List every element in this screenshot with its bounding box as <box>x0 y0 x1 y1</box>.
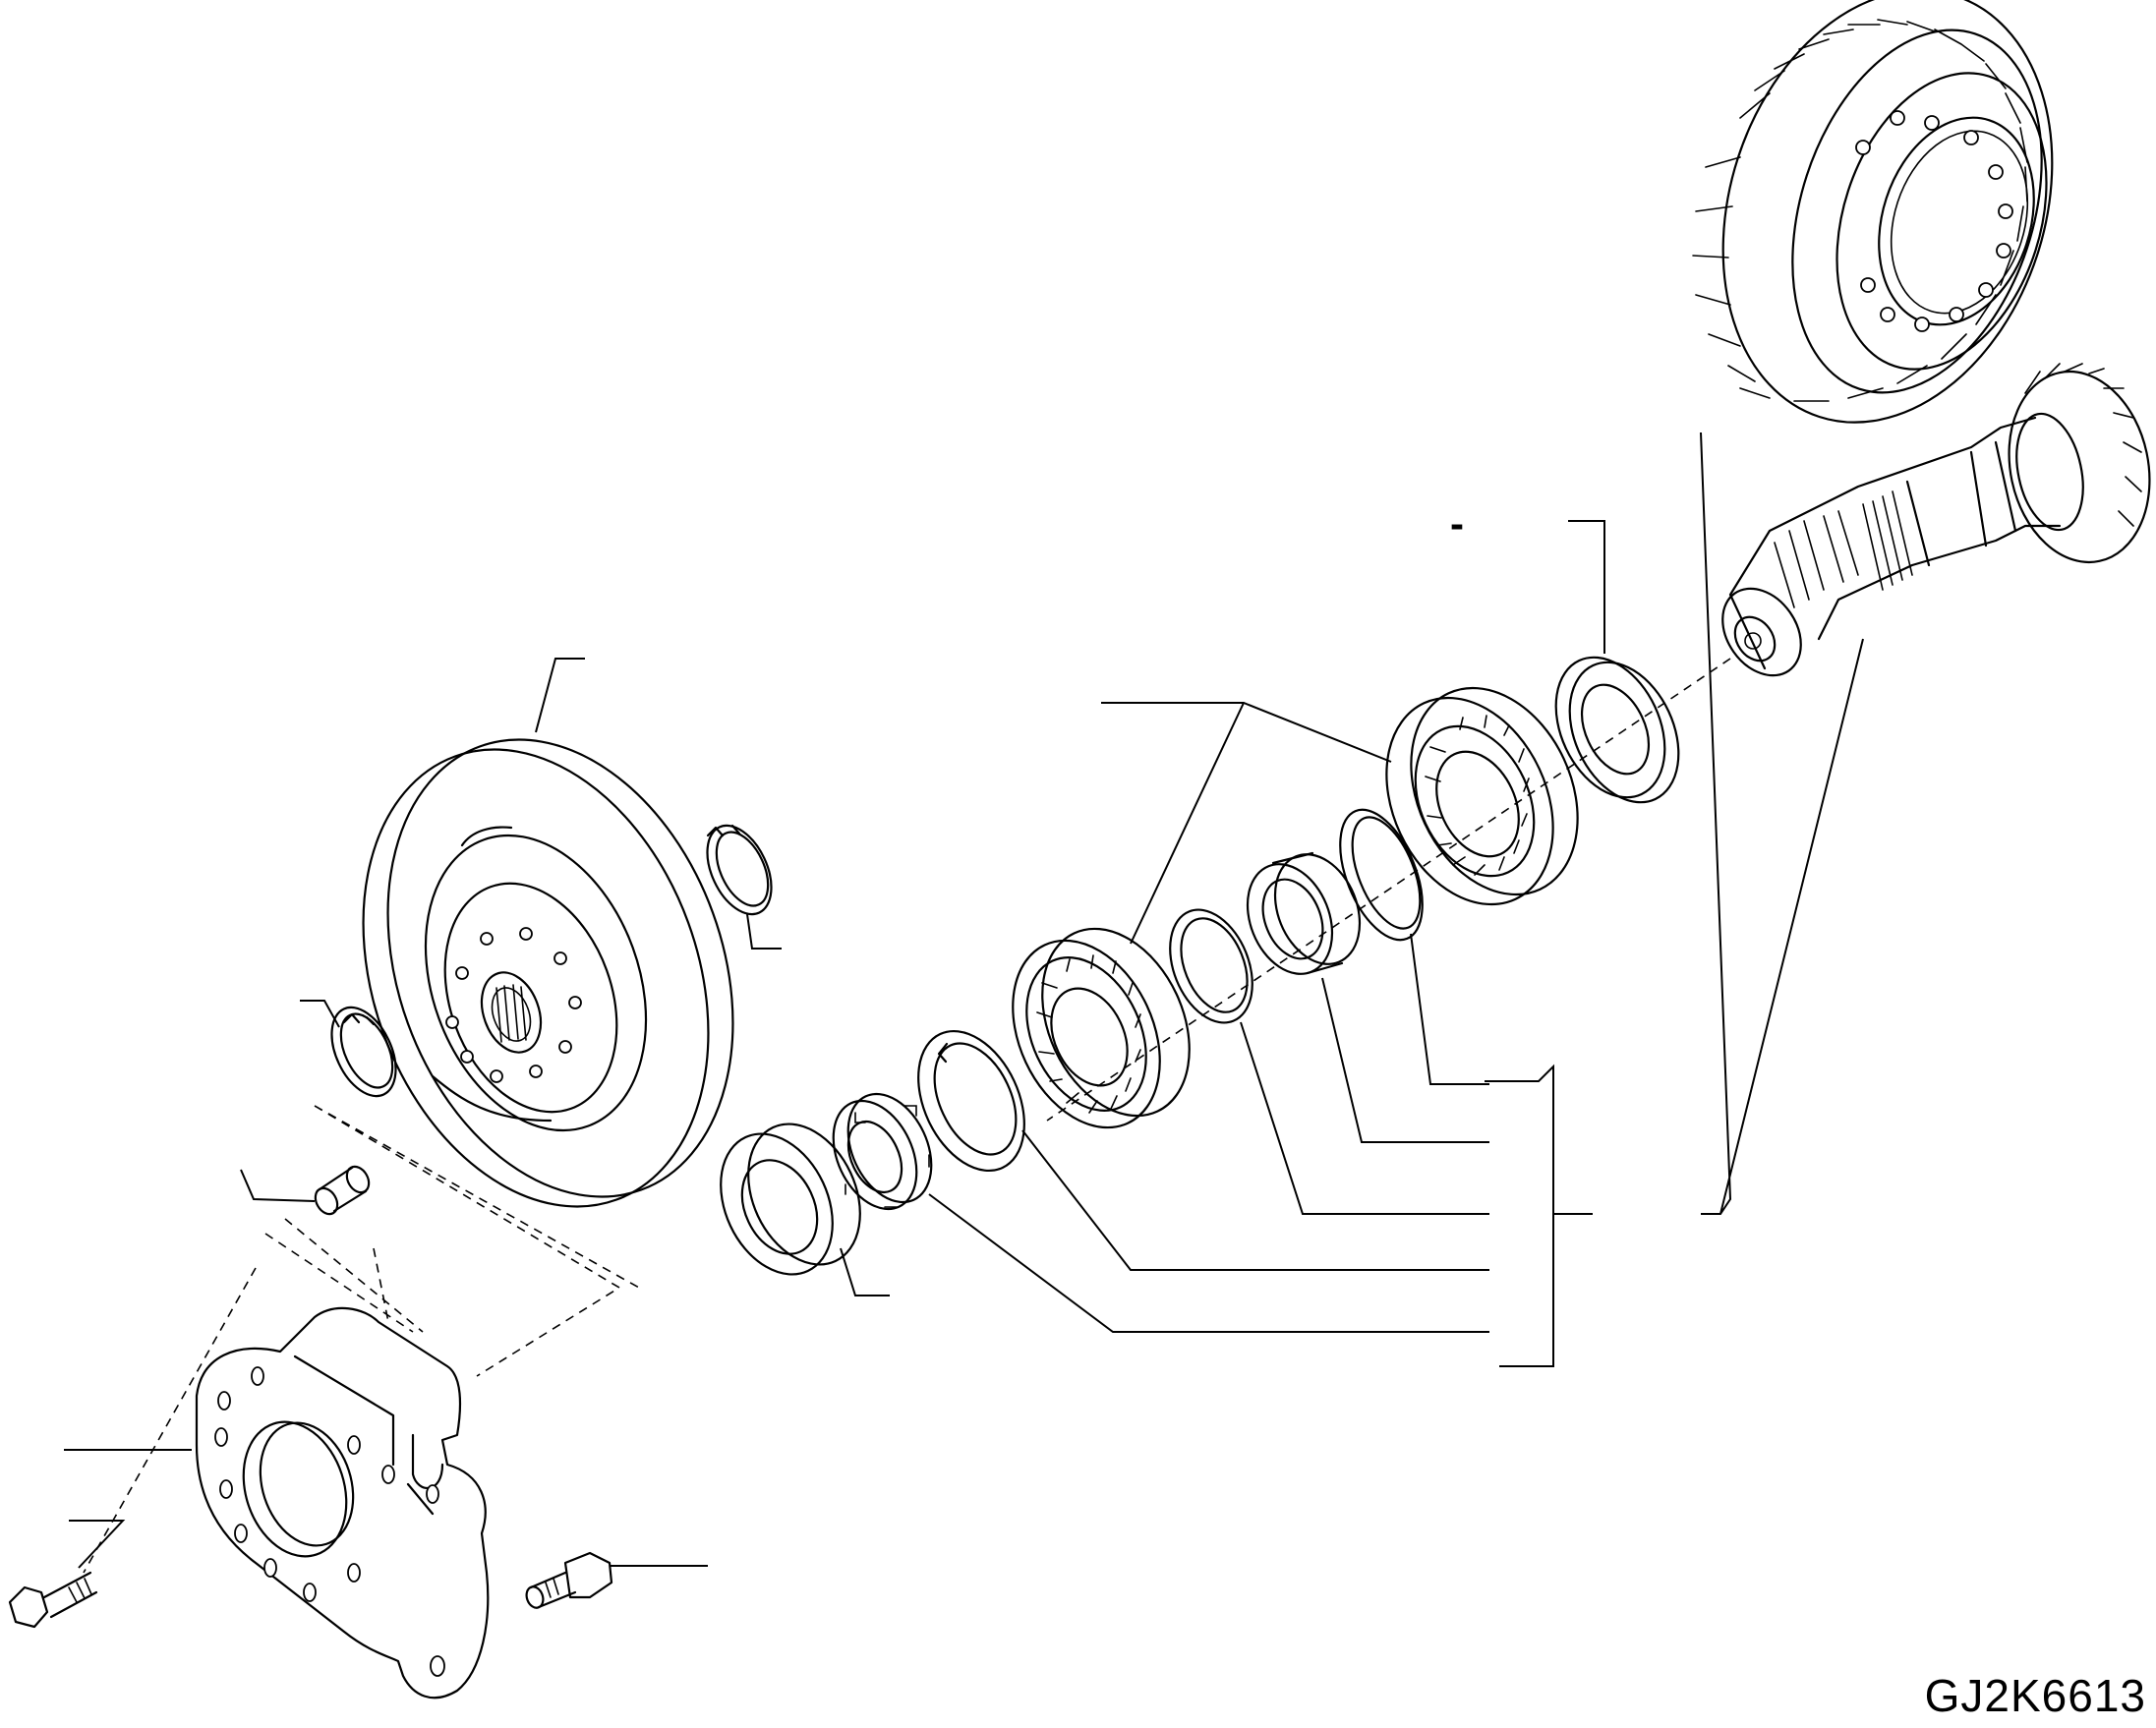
pinion-shaft <box>1721 363 2151 677</box>
ring-gear-bolt-holes <box>1855 110 2013 332</box>
spacer-ring-a <box>1169 908 1253 1024</box>
brake-disc <box>362 738 734 1208</box>
thrust-washer <box>1554 656 1680 804</box>
bracket <box>195 1306 490 1699</box>
bracket-bolt-holes <box>214 1366 445 1677</box>
drawing-code: GJ2K6613 <box>1924 1670 2146 1721</box>
hex-bolt-left <box>8 1571 98 1629</box>
roller-bearing <box>1012 927 1191 1129</box>
large-bearing <box>1385 686 1579 906</box>
bearing-cup <box>720 1123 861 1276</box>
ring-gear-teeth <box>1692 19 2028 402</box>
center-axis <box>83 658 1731 1574</box>
leader-lines <box>64 432 1864 1569</box>
slotted-nut <box>832 1092 933 1211</box>
hub-bolt-holes <box>445 927 582 1083</box>
ring-gear <box>1692 0 2054 424</box>
circlip-right <box>706 824 773 916</box>
spacer-ring-b <box>1339 808 1424 942</box>
lock-washer <box>917 1029 1025 1173</box>
collar <box>1246 851 1362 975</box>
flange-bolt-right <box>525 1551 613 1609</box>
dowel-pin <box>314 1165 371 1216</box>
minus-mark: - <box>1450 500 1464 547</box>
circlip-left <box>330 1006 397 1098</box>
